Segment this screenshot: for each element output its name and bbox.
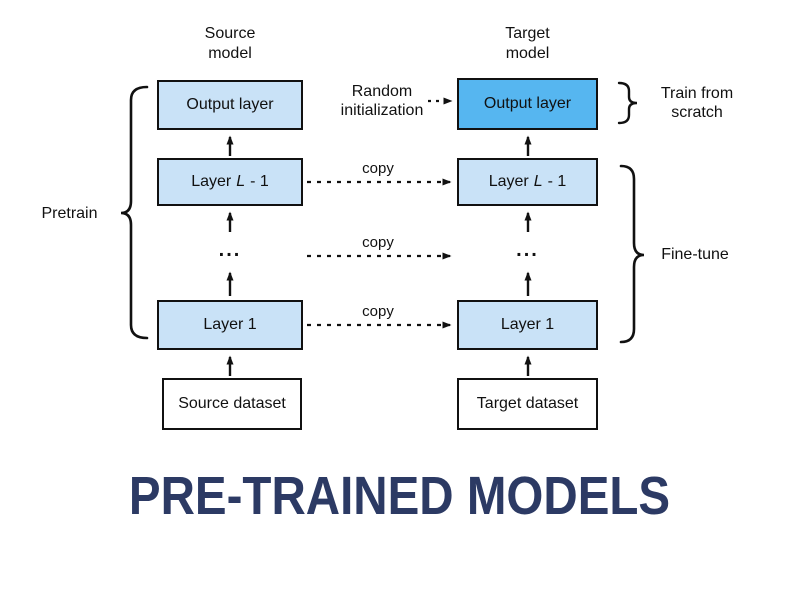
target-dataset-label: Target dataset [476, 395, 579, 412]
finetune-brace [619, 164, 645, 344]
target-model-header: Target model [457, 24, 598, 64]
pretrain-label: Pretrain [41, 205, 98, 222]
target-output-layer-label: Output layer [483, 95, 572, 112]
train-from-scratch-label: Train from scratch [648, 85, 746, 123]
train-from-scratch-brace [617, 81, 638, 125]
finetune-label: Fine-tune [661, 246, 729, 263]
source-output-layer-box: Output layer [157, 80, 303, 130]
train-scratch-line1: Train from [660, 85, 734, 102]
source-model-header: Source model [157, 24, 303, 64]
pretrain-brace [120, 85, 149, 340]
source-dataset-label: Source dataset [178, 395, 286, 412]
layer-var-L: L [533, 173, 543, 190]
target-dataset-box: Target dataset [457, 378, 598, 430]
source-dataset-box: Source dataset [162, 378, 302, 430]
random-init-line2: initialization [340, 101, 424, 119]
source-layer1-box: Layer 1 [157, 300, 303, 350]
target-layer1-box: Layer 1 [457, 300, 598, 350]
copy-arrows [307, 97, 453, 329]
target-ellipsis: ... [516, 238, 539, 261]
copy-label-ellipsis: copy [362, 234, 394, 251]
copy-label-layer1: copy [362, 303, 394, 320]
target-layer1-label: Layer 1 [500, 316, 555, 333]
random-init-line1: Random [351, 83, 413, 100]
layer-word: Layer [488, 173, 529, 190]
source-layer1-label: Layer 1 [203, 316, 257, 333]
copy-label-layer-lminus1: copy [362, 160, 394, 177]
train-scratch-line2: scratch [671, 103, 723, 121]
layer-word: Layer [191, 173, 232, 190]
target-header-line1: Target [505, 25, 550, 42]
source-header-line2: model [208, 45, 252, 62]
target-output-layer-box: Output layer [457, 78, 598, 130]
page-title: PRE-TRAINED MODELS [129, 466, 671, 526]
source-ellipsis: ... [218, 238, 242, 261]
source-header-line1: Source [204, 25, 256, 42]
target-header-line2: model [505, 45, 550, 62]
source-output-layer-label: Output layer [186, 96, 274, 113]
layer-var-L: L [236, 173, 246, 190]
title-row: PRE-TRAINED MODELS [0, 468, 800, 525]
layer-minus-one: - 1 [250, 173, 269, 190]
layer-minus-one: - 1 [547, 173, 567, 190]
random-initialization-label: Random initialization [328, 83, 436, 121]
